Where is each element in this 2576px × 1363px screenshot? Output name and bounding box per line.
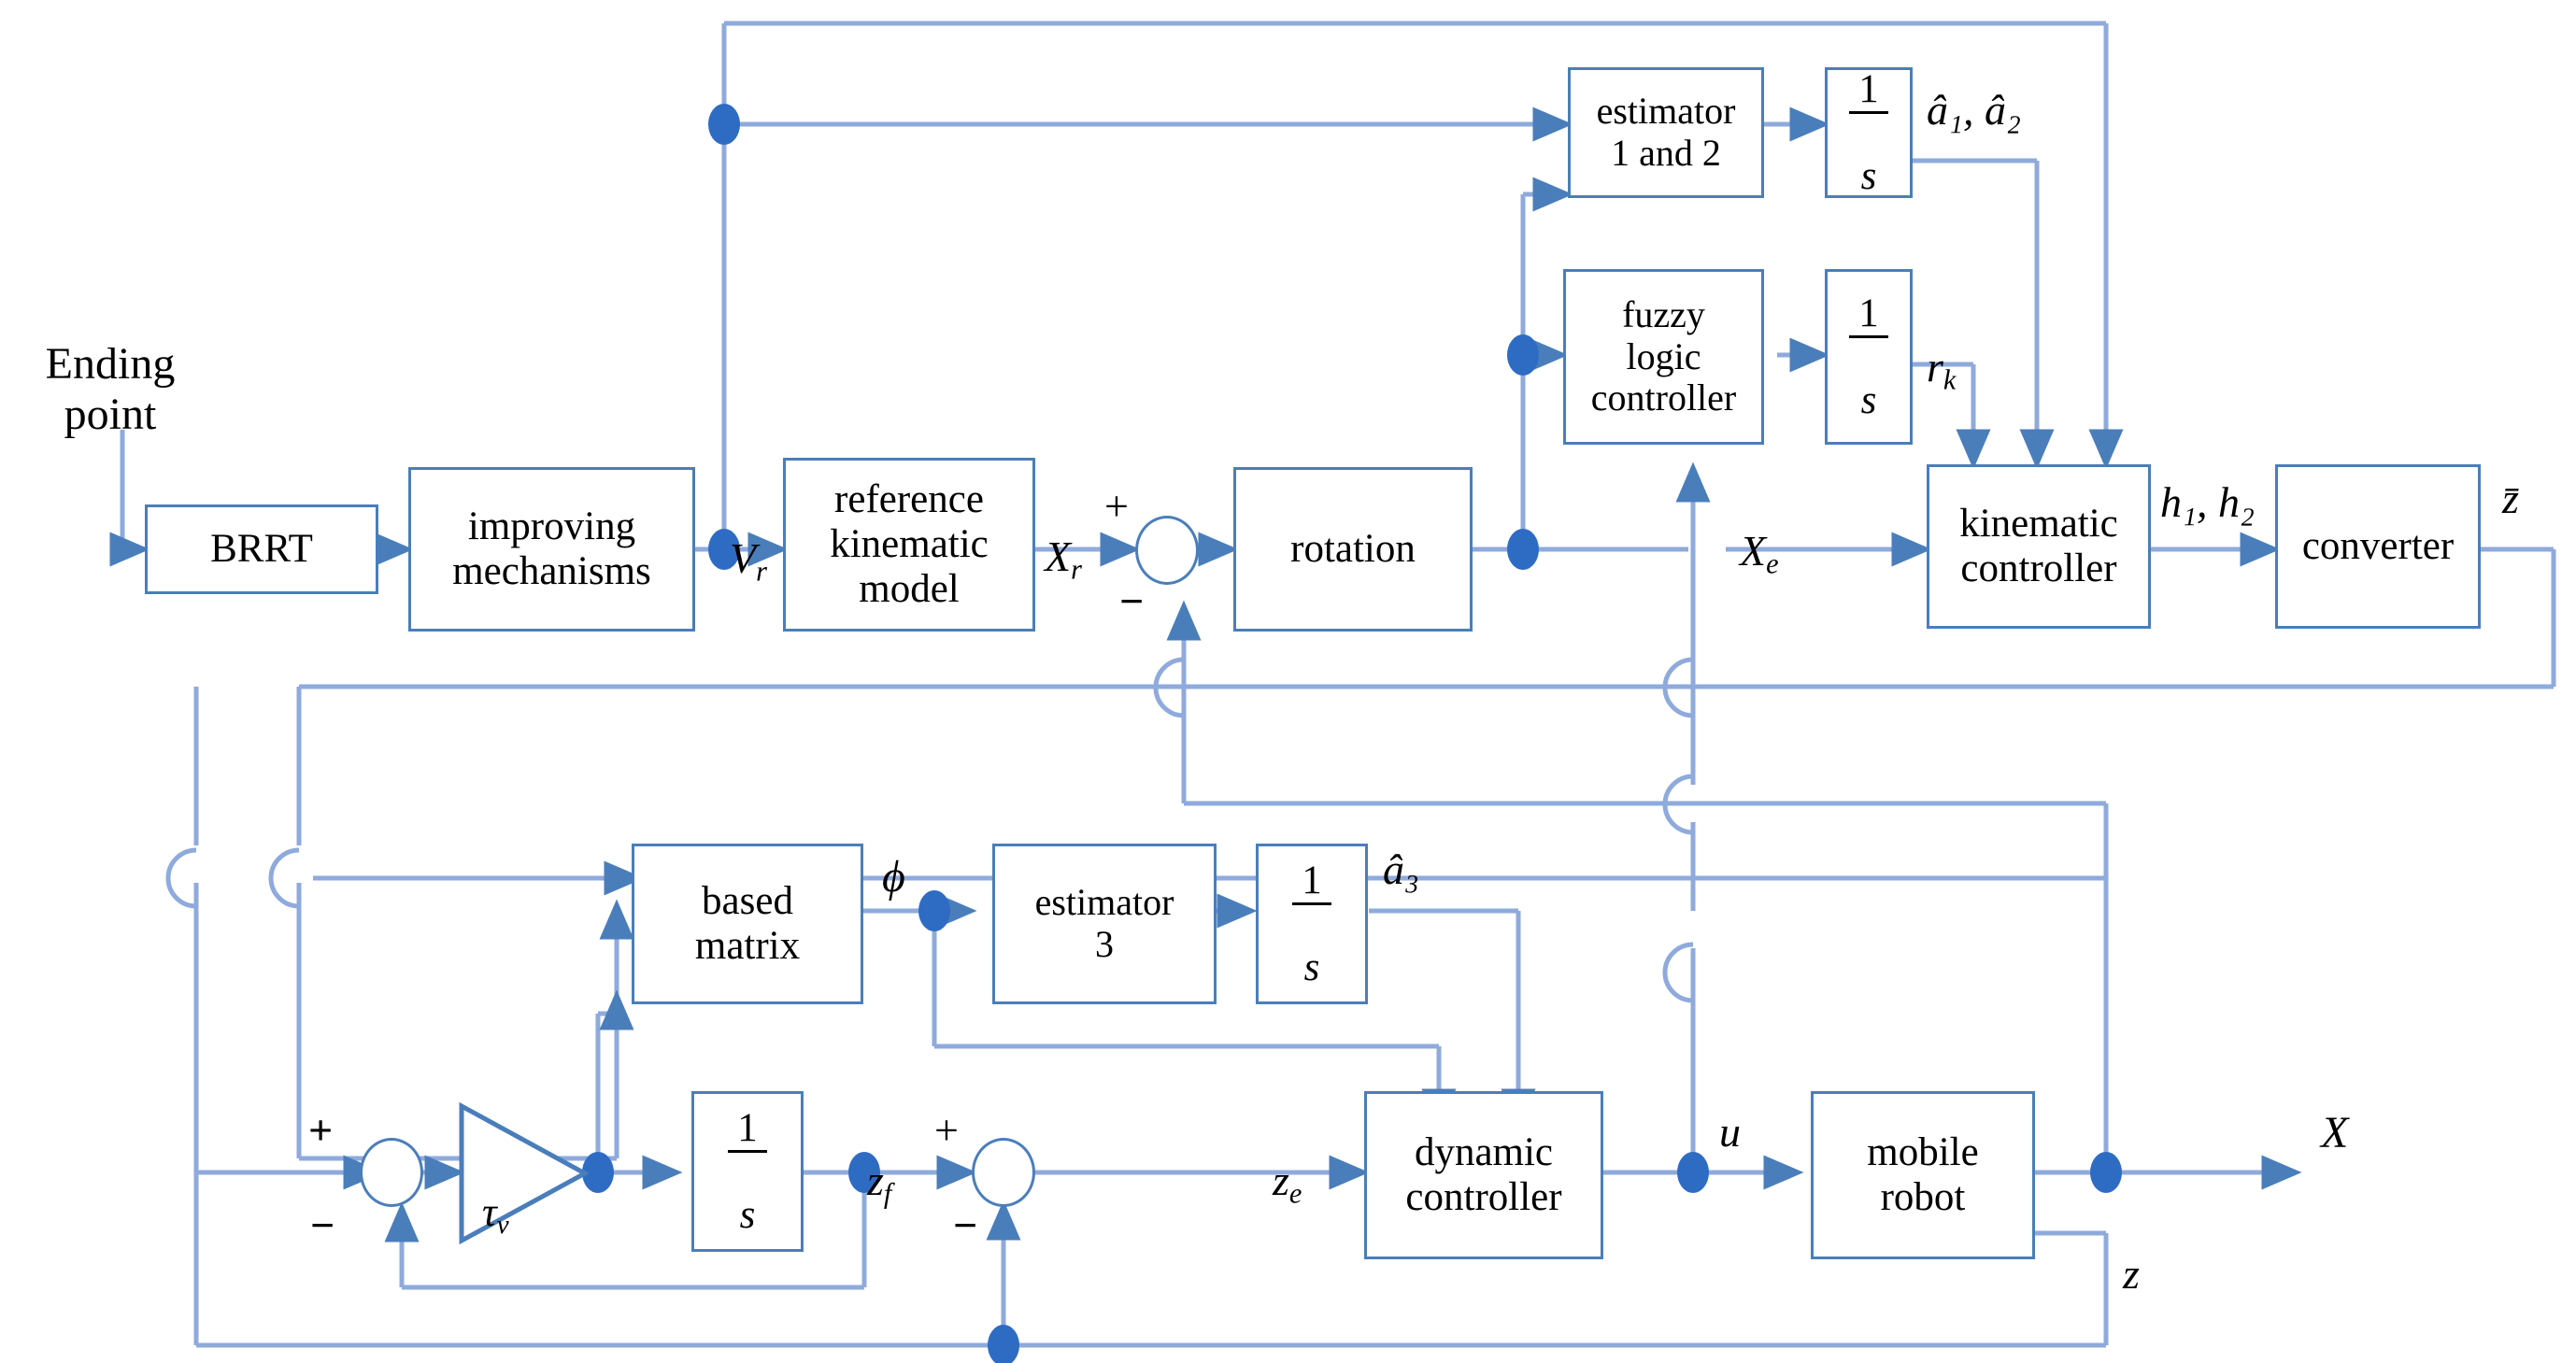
label-a3: â₃ <box>1383 845 1419 893</box>
label-minus-sign-tau: − <box>310 1201 335 1249</box>
block-improving-mechanisms[interactable]: improving mechanisms <box>408 467 695 632</box>
label-phi: ϕ <box>882 852 905 902</box>
block-integrator-estimator12[interactable]: 1 s <box>1825 67 1913 198</box>
label-ze: ze <box>1273 1156 1302 1210</box>
block-kinematic-controller[interactable]: kinematic controller <box>1927 464 2151 629</box>
junction-dots <box>582 104 2122 1363</box>
hop-1812-over-940-lower <box>1662 942 1694 1003</box>
dot-u <box>1677 1152 1709 1193</box>
gain-symbol: τ <box>482 1189 497 1236</box>
block-integrator-estimator3[interactable]: 1 s <box>1256 844 1368 1004</box>
label-vr: Vr <box>730 533 767 588</box>
block-estimator-1-and-2[interactable]: estimator 1 and 2 <box>1568 67 1764 198</box>
label-plus-sign-tau: + <box>308 1106 334 1154</box>
label-ending-point: Ending point <box>45 339 176 439</box>
hop-320-over-940 <box>268 847 300 909</box>
block-integrator-tau[interactable]: 1 s <box>691 1091 804 1252</box>
label-xe: Xe <box>1740 526 1779 580</box>
hop-sumxr-feedback <box>1184 628 1216 815</box>
label-xr-plus-sign: + <box>1104 482 1129 530</box>
fraction-numerator: 1 <box>728 1108 767 1153</box>
dot-vr-top <box>708 104 740 145</box>
label-xr: Xr <box>1045 532 1082 586</box>
label-h1-h2: h₁, h₂ <box>2160 478 2255 526</box>
hop-210-over-940 <box>165 847 197 909</box>
fraction-denominator: s <box>1860 378 1877 422</box>
block-mobile-robot[interactable]: mobile robot <box>1811 1091 2035 1259</box>
label-z-output: z <box>2123 1250 2140 1298</box>
block-brrt[interactable]: BRRT <box>145 504 378 594</box>
fraction-numerator: 1 <box>1849 69 1888 114</box>
label-u: u <box>1719 1108 1741 1156</box>
label-rk: rk <box>1927 342 1957 396</box>
label-zf: zf <box>867 1156 892 1210</box>
gain-subscript: v <box>496 1210 509 1241</box>
block-dynamic-controller[interactable]: dynamic controller <box>1364 1091 1603 1259</box>
block-fuzzy-logic-controller[interactable]: fuzzy logic controller <box>1563 269 1764 445</box>
dot-x-out <box>2090 1152 2122 1193</box>
block-based-matrix[interactable]: based matrix <box>632 844 863 1004</box>
dot-gain-out <box>582 1152 614 1193</box>
fraction-denominator: s <box>1860 154 1877 198</box>
fraction-numerator: 1 <box>1849 293 1888 338</box>
block-reference-kinematic-model[interactable]: reference kinematic model <box>783 458 1035 632</box>
block-converter[interactable]: converter <box>2275 464 2481 629</box>
label-zf-plus-sign: + <box>934 1106 959 1154</box>
hop-1267-over-735 <box>1153 657 1185 718</box>
dot-phi <box>918 890 950 931</box>
dot-rotation-out <box>1507 529 1539 570</box>
block-rotation[interactable]: rotation <box>1233 467 1473 632</box>
summing-junction-tau[interactable] <box>360 1138 423 1207</box>
summing-junction-zf[interactable] <box>972 1138 1035 1207</box>
label-z-bar: z̄ <box>2502 475 2519 522</box>
label-x-output: X <box>2321 1108 2349 1157</box>
block-estimator-3[interactable]: estimator 3 <box>992 844 1217 1004</box>
gain-block-tau-v[interactable] <box>458 1102 589 1244</box>
dot-zf <box>848 1152 880 1193</box>
fraction-1-over-s: 1 s <box>1849 253 1888 461</box>
fraction-1-over-s: 1 s <box>1292 820 1331 1028</box>
dot-fuzzy-in <box>1507 334 1539 376</box>
gain-label-tau-v: τv <box>482 1143 509 1241</box>
fraction-1-over-s: 1 s <box>728 1068 767 1275</box>
label-minus-sign-zf: − <box>953 1201 978 1249</box>
fraction-denominator: s <box>739 1193 756 1237</box>
dot-vr <box>708 529 740 570</box>
label-minus-sign-xr: − <box>1119 577 1145 625</box>
fraction-1-over-s: 1 s <box>1849 29 1888 236</box>
hop-1812-over-735 <box>1662 657 1694 718</box>
block-integrator-fuzzy[interactable]: 1 s <box>1825 269 1913 445</box>
dot-z-bottom <box>988 1325 1019 1363</box>
fraction-denominator: s <box>1303 945 1320 989</box>
fraction-numerator: 1 <box>1292 860 1331 905</box>
label-a1-a2: â₁, â₂ <box>1927 86 2021 134</box>
hop-1812-over-860 <box>1662 774 1694 835</box>
summing-junction-xr[interactable] <box>1135 516 1199 585</box>
